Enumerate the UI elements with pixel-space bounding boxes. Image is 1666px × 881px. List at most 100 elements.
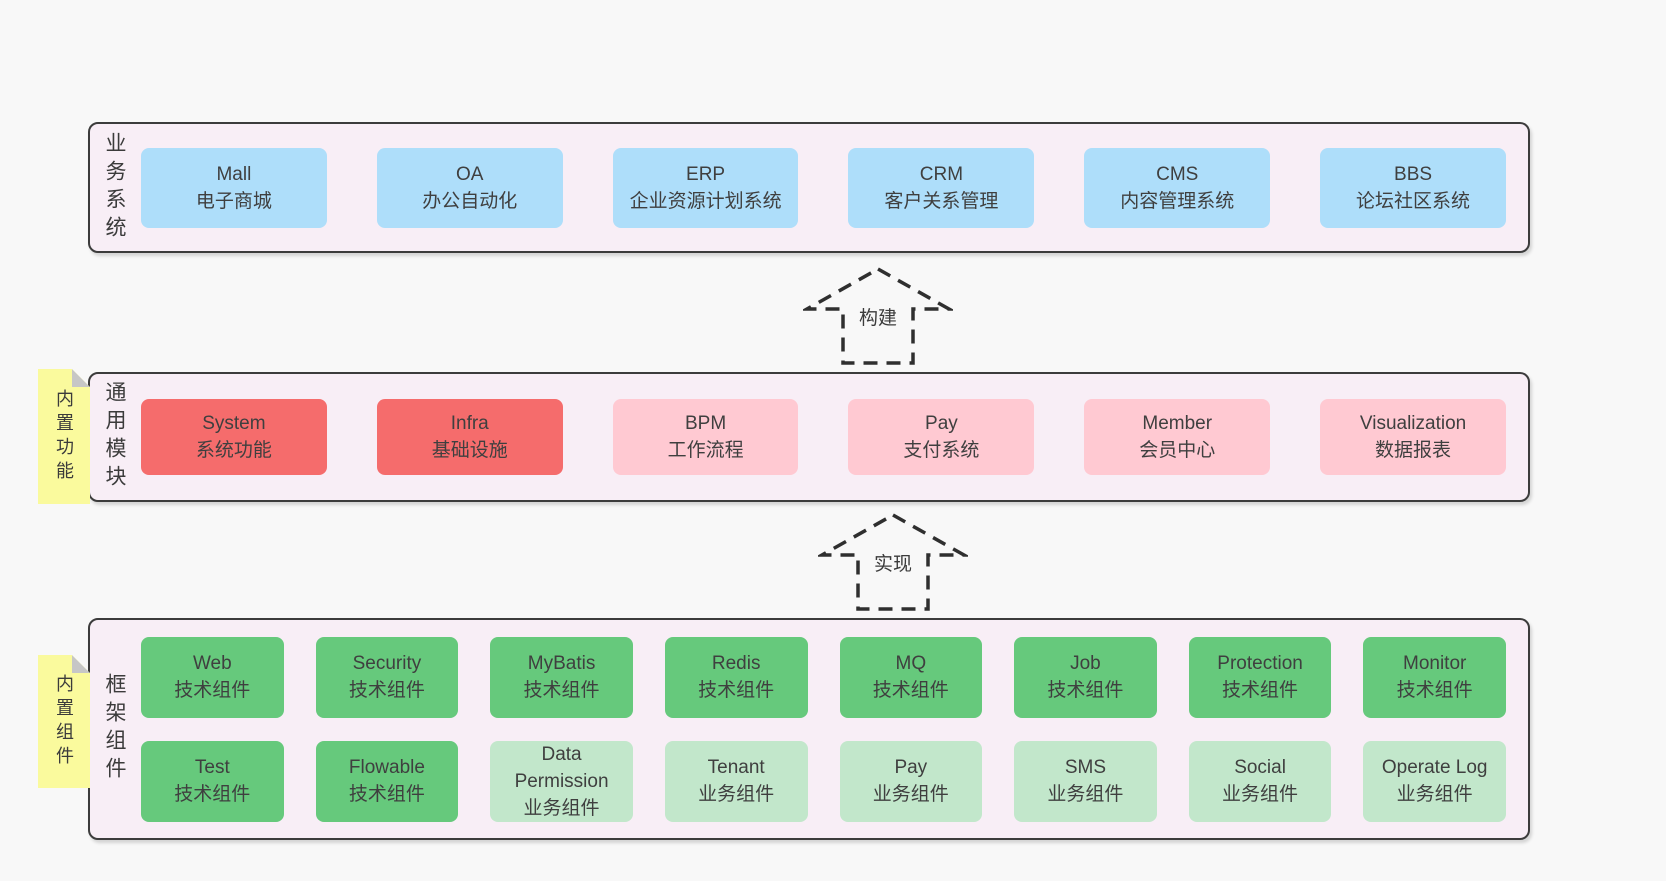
note-text: 内置组件 [54, 673, 74, 770]
box-web: Web 技术组件 [141, 636, 284, 718]
panel-common-modules: 通用模块 System 系统功能 Infra 基础设施 BPM 工作流程 Pay… [88, 372, 1530, 502]
box-mall: Mall 电子商城 [141, 147, 327, 228]
arrow-build-label: 构建 [854, 302, 902, 331]
box-subtitle: 技术组件 [872, 680, 949, 701]
business-boxes-row: Mall 电子商城 OA 办公自动化 ERP 企业资源计划系统 CRM 客户关系… [141, 147, 1528, 228]
box-title: Monitor [1403, 653, 1467, 674]
box-title: Operate Log [1381, 757, 1488, 778]
box-title: Redis [711, 653, 761, 674]
box-visualization: Visualization 数据报表 [1320, 399, 1506, 475]
box-crm: CRM 客户关系管理 [848, 147, 1035, 228]
box-test: Test 技术组件 [141, 740, 284, 822]
section-label-business: 业务系统 [103, 131, 126, 244]
box-social: Social 业务组件 [1188, 740, 1332, 822]
box-flowable: Flowable 技术组件 [315, 740, 459, 822]
box-mybatis: MyBatis 技术组件 [490, 636, 633, 718]
box-subtitle: 工作流程 [667, 440, 744, 461]
box-mq: MQ 技术组件 [839, 636, 983, 718]
box-title: Flowable [348, 757, 425, 778]
box-protection: Protection 技术组件 [1188, 636, 1332, 718]
box-subtitle: 技术组件 [698, 680, 775, 701]
box-title: System [202, 413, 266, 434]
box-subtitle: 办公自动化 [422, 190, 518, 212]
box-system: System 系统功能 [141, 399, 327, 475]
box-sms: SMS 业务组件 [1014, 740, 1157, 822]
box-pay-module: Pay 支付系统 [848, 399, 1035, 475]
box-subtitle: 业务组件 [523, 797, 600, 819]
box-subtitle: 数据报表 [1375, 440, 1452, 461]
box-subtitle: 电子商城 [195, 190, 272, 212]
box-subtitle: 业务组件 [698, 784, 775, 805]
arrow-implement-label: 实现 [869, 548, 917, 577]
box-title: OA [456, 163, 484, 185]
box-title: Data Permission [514, 743, 609, 792]
box-subtitle: 业务组件 [1047, 784, 1124, 805]
box-subtitle: 技术组件 [348, 784, 425, 805]
box-subtitle: 业务组件 [1396, 784, 1473, 805]
box-subtitle: 技术组件 [523, 680, 600, 701]
section-label-framework: 框架组件 [103, 673, 126, 785]
box-data-permission: Data Permission 业务组件 [490, 740, 633, 822]
box-title: CMS [1156, 163, 1199, 185]
box-subtitle: 技术组件 [1047, 680, 1124, 701]
sticky-note-builtin-components: 内置组件 [38, 655, 90, 788]
box-title: Test [194, 757, 230, 778]
box-title: Mall [216, 163, 252, 185]
framework-row-2: Test 技术组件 Flowable 技术组件 Data Permission … [141, 740, 1506, 822]
box-subtitle: 基础设施 [431, 440, 508, 461]
box-title: Visualization [1359, 413, 1467, 434]
box-subtitle: 技术组件 [1222, 680, 1299, 701]
box-title: ERP [686, 163, 726, 185]
box-subtitle: 业务组件 [1222, 784, 1299, 805]
box-subtitle: 业务组件 [872, 784, 949, 805]
box-subtitle: 内容管理系统 [1120, 190, 1235, 212]
box-title: MyBatis [527, 653, 596, 674]
box-title: Security [352, 653, 422, 674]
box-subtitle: 会员中心 [1139, 440, 1216, 461]
box-title: Member [1142, 413, 1213, 434]
framework-boxes-grid: Web 技术组件 Security 技术组件 MyBatis 技术组件 Redi… [141, 636, 1528, 822]
box-operate-log: Operate Log 业务组件 [1363, 740, 1506, 822]
framework-row-1: Web 技术组件 Security 技术组件 MyBatis 技术组件 Redi… [141, 636, 1506, 718]
box-subtitle: 技术组件 [174, 680, 251, 701]
box-tenant: Tenant 业务组件 [664, 740, 808, 822]
box-subtitle: 技术组件 [174, 784, 251, 805]
box-subtitle: 论坛社区系统 [1356, 190, 1471, 212]
box-title: Protection [1217, 653, 1303, 674]
dashed-up-arrow-shape [803, 266, 953, 365]
box-title: Pay [925, 413, 958, 434]
panel-framework-components: 框架组件 Web 技术组件 Security 技术组件 MyBatis 技术组件… [88, 618, 1530, 840]
box-job: Job 技术组件 [1014, 636, 1157, 718]
box-subtitle: 技术组件 [1396, 680, 1473, 701]
box-title: Job [1070, 653, 1101, 674]
box-title: Web [192, 653, 232, 674]
box-bbs: BBS 论坛社区系统 [1320, 147, 1506, 228]
box-member: Member 会员中心 [1084, 399, 1271, 475]
box-title: BPM [684, 413, 727, 434]
box-subtitle: 技术组件 [348, 680, 425, 701]
box-cms: CMS 内容管理系统 [1084, 147, 1271, 228]
box-title: SMS [1064, 757, 1107, 778]
box-redis: Redis 技术组件 [664, 636, 808, 718]
box-pay-component: Pay 业务组件 [839, 740, 983, 822]
up-arrow-implement-icon: 实现 [818, 512, 968, 612]
box-subtitle: 系统功能 [195, 440, 272, 461]
sticky-note-builtin-features: 内置功能 [38, 369, 90, 504]
panel-business-systems: 业务系统 Mall 电子商城 OA 办公自动化 ERP 企业资源计划系统 CRM… [88, 122, 1530, 253]
box-security: Security 技术组件 [315, 636, 459, 718]
box-title: CRM [919, 163, 964, 185]
box-bpm: BPM 工作流程 [612, 399, 799, 475]
box-title: Social [1234, 757, 1286, 778]
note-text: 内置功能 [54, 388, 74, 485]
box-subtitle: 支付系统 [903, 440, 980, 461]
box-title: BBS [1394, 163, 1433, 185]
box-title: Pay [894, 757, 928, 778]
box-subtitle: 企业资源计划系统 [629, 190, 782, 212]
box-infra: Infra 基础设施 [376, 399, 563, 475]
dashed-up-arrow-shape [818, 512, 968, 611]
box-monitor: Monitor 技术组件 [1363, 636, 1506, 718]
box-subtitle: 客户关系管理 [884, 190, 999, 212]
box-oa: OA 办公自动化 [376, 147, 563, 228]
up-arrow-build-icon: 构建 [803, 266, 953, 366]
